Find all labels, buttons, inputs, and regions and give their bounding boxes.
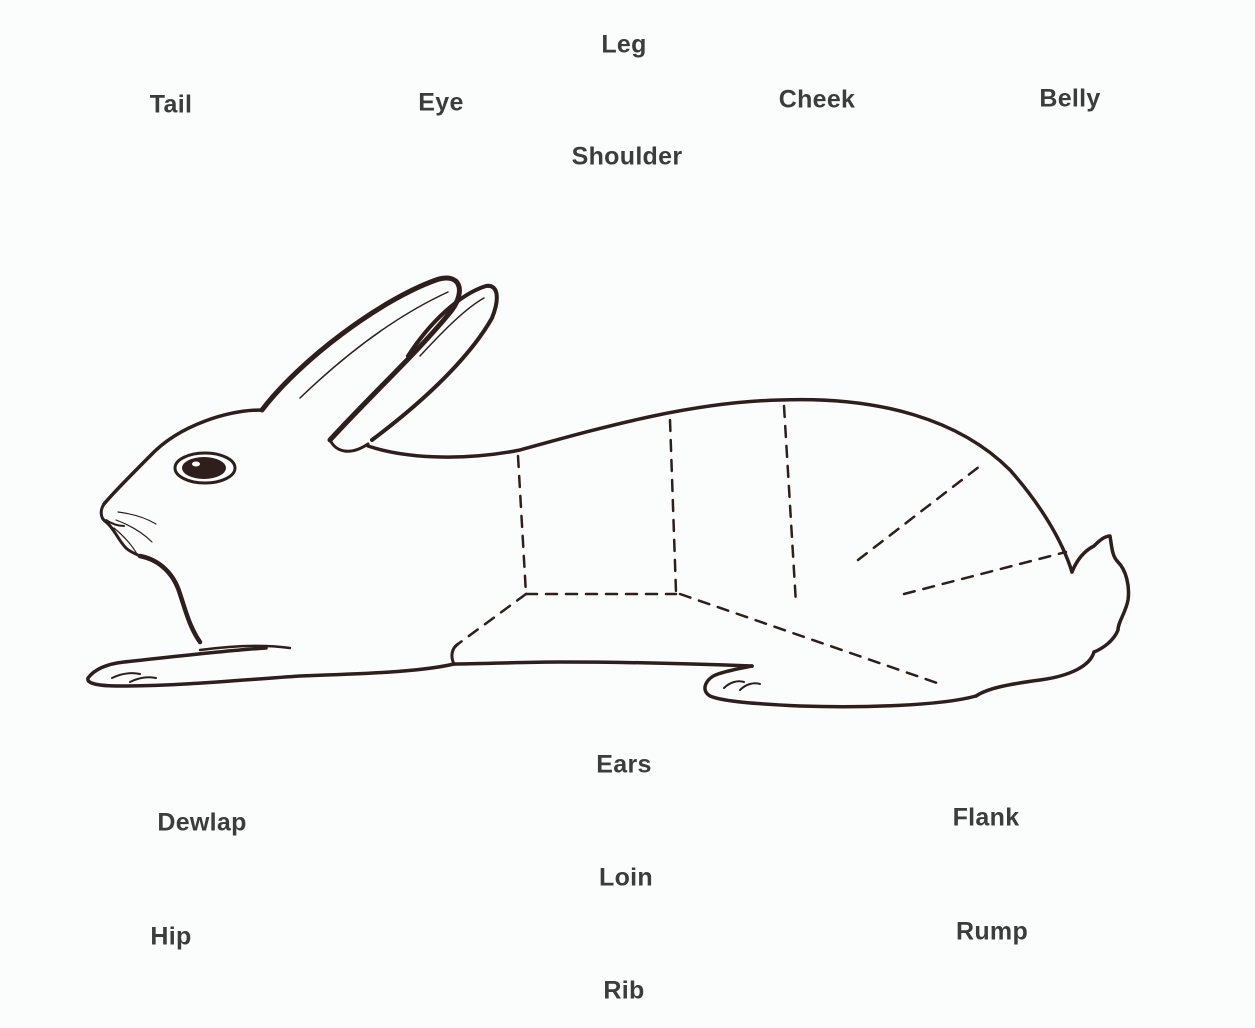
label-rump: Rump [956,920,1028,945]
cut-line-hip-lower [904,552,1066,594]
back-ear-outline [372,286,497,440]
label-belly: Belly [1039,87,1100,112]
cut-line-shoulder-front [518,456,526,594]
whisker-2 [116,520,152,542]
label-loin: Loin [599,866,653,891]
cut-line-hip-upper [858,466,980,560]
eye-pupil [182,457,226,479]
label-leg: Leg [601,33,646,58]
cut-line-belly-diagonal [680,594,940,684]
label-cheek: Cheek [779,88,856,113]
back-outline [368,400,1072,572]
label-rib: Rib [603,979,644,1004]
chest-outline [140,556,200,642]
label-ears: Ears [596,753,651,778]
whisker-1 [118,512,156,524]
front-leg-outline [88,648,454,686]
front-paw-toe-2 [130,677,156,682]
front-ear-base [330,440,368,451]
cut-line-chest-diagonal [458,594,526,644]
tail-outline [1072,536,1129,652]
front-ear-outline [262,278,459,440]
front-paw-toe-1 [112,673,140,678]
hind-foot-toe-1 [740,683,760,690]
rump-outline [976,652,1094,696]
cut-line-rib-back [670,420,676,592]
cut-line-loin-back [784,406,796,604]
label-eye: Eye [418,91,463,116]
label-tail: Tail [150,93,192,118]
label-shoulder: Shoulder [572,145,683,170]
label-dewlap: Dewlap [157,811,246,836]
hind-foot-toe-2 [724,681,744,688]
belly-outline [454,662,752,666]
label-hip: Hip [150,925,191,950]
front-ear-inner [300,292,448,398]
eye-highlight [192,462,200,467]
label-flank: Flank [953,806,1020,831]
foreleg-joint [452,644,458,664]
